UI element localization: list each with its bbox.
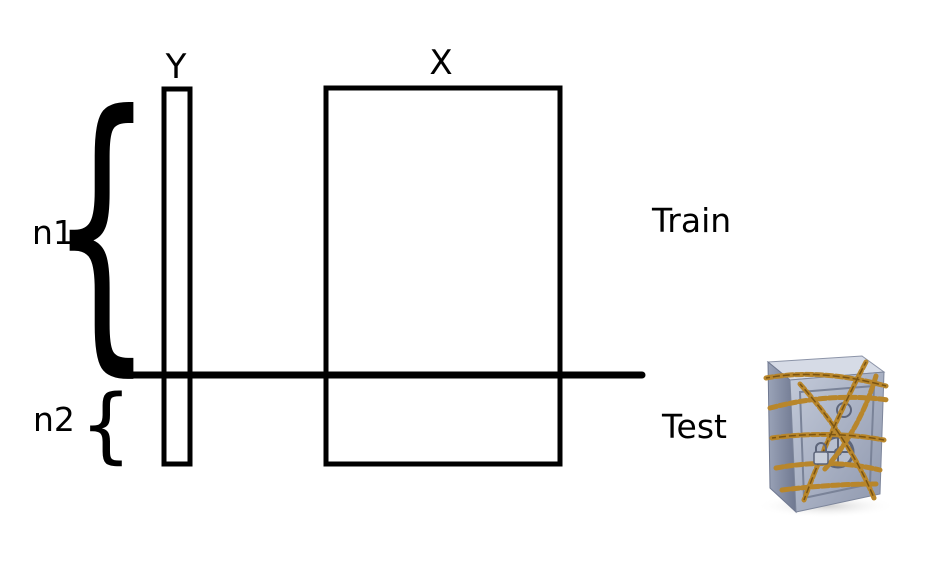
n2-label: n2 bbox=[33, 400, 75, 439]
x-matrix-rect bbox=[323, 85, 563, 467]
y-vector-rect bbox=[161, 86, 193, 467]
n2-brace: { bbox=[80, 378, 132, 473]
n1-label: n1 bbox=[32, 213, 74, 252]
n1-brace: { bbox=[49, 52, 154, 401]
y-label: Y bbox=[165, 47, 187, 87]
locked-safe-icon bbox=[756, 355, 896, 518]
test-label: Test bbox=[661, 407, 727, 446]
train-label: Train bbox=[651, 201, 731, 240]
x-label: X bbox=[429, 43, 452, 83]
